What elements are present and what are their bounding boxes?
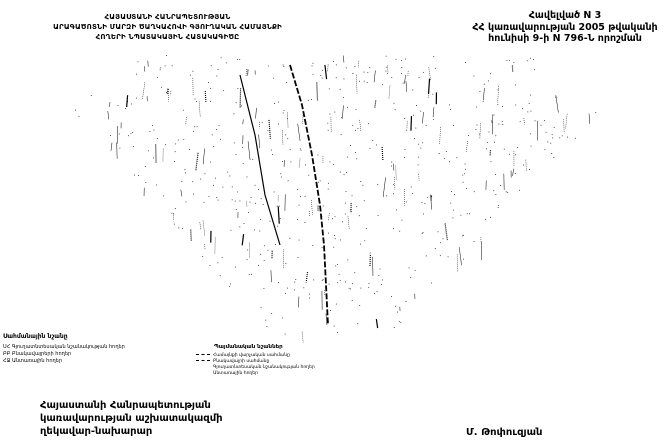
legend-item: Բնակավայրի սահմանը	[213, 359, 270, 364]
legend-left-title: Սահմանային նշանը	[3, 333, 68, 340]
signatory-title-line: ղեկավար-նախարար	[40, 426, 153, 437]
boundary-symbol	[196, 353, 210, 359]
blank-symbol	[196, 366, 210, 370]
legend-right-title: Պայմանական նշաններ	[214, 344, 283, 350]
legend-left: Սահմանային նշանը ՍՀ Գյուղատնտեսական նշան…	[3, 333, 125, 365]
legend-item: Անտառային հողեր	[213, 371, 258, 376]
annex-decree-line-2: հունիսի 9-ի N 796-Ն որոշման	[488, 33, 642, 44]
title-line-3: ՀՈՂԵՐԻ ՆՊԱՏԱԿԱՅԻՆ ՀԱՏԱԿԱԳԻԾԸ	[95, 33, 240, 41]
title-line-1: ՀԱՅԱՍՏԱՆԻ ՀԱՆՐԱՊԵՏՈՒԹՅԱՆ	[104, 13, 231, 21]
signatory-title-line: Հայաստանի Հանրապետության	[40, 400, 211, 411]
river-line	[289, 64, 329, 326]
boundary-symbol	[196, 359, 210, 365]
legend-right: Պայմանական նշաններ Համայնքի վարչական սահ…	[196, 344, 315, 377]
signatory-name: Մ. Թոփուզյան	[466, 427, 543, 438]
blank-symbol	[196, 372, 210, 376]
legend-item: ԲԲ Բնակավայրերի հողեր	[3, 351, 72, 357]
title-line-2: ԱՐԱԳԱԾՈՏՆԻ ՄԱՐԶԻ ԾԱՂԿԱՀՈՎԻ ԳՅՈՒՂԱԿԱՆ ՀԱՄ…	[53, 23, 282, 31]
document-title: ՀԱՅԱՍՏԱՆԻ ՀԱՆՐԱՊԵՏՈՒԹՅԱՆ ԱՐԱԳԱԾՈՏՆԻ ՄԱՐԶ…	[0, 12, 335, 42]
annex-decree-line-1: ՀՀ կառավարության 2005 թվականի	[472, 21, 658, 33]
legend-item: ՀՋ Անտառային հողեր	[3, 358, 62, 364]
map-texture	[75, 55, 597, 343]
legend-item: Գյուղատնտեսական նշանակության հողեր	[213, 365, 315, 370]
annex-number: Հավելված N 3	[528, 10, 602, 21]
legend-item: Համայնքի վարչական սահմանը	[213, 353, 290, 358]
road-line	[239, 74, 281, 246]
legend-item: ՍՀ Գյուղատնտեսական նշանակության հողեր	[3, 344, 125, 350]
land-use-map	[75, 55, 597, 343]
signatory-title-line: կառավարության աշխատակազմի	[40, 413, 223, 424]
signatory-title: Հայաստանի Հանրապետության կառավարության ա…	[40, 399, 223, 438]
annex-header: Հավելված N 3 ՀՀ կառավարության 2005 թվակա…	[460, 10, 670, 45]
